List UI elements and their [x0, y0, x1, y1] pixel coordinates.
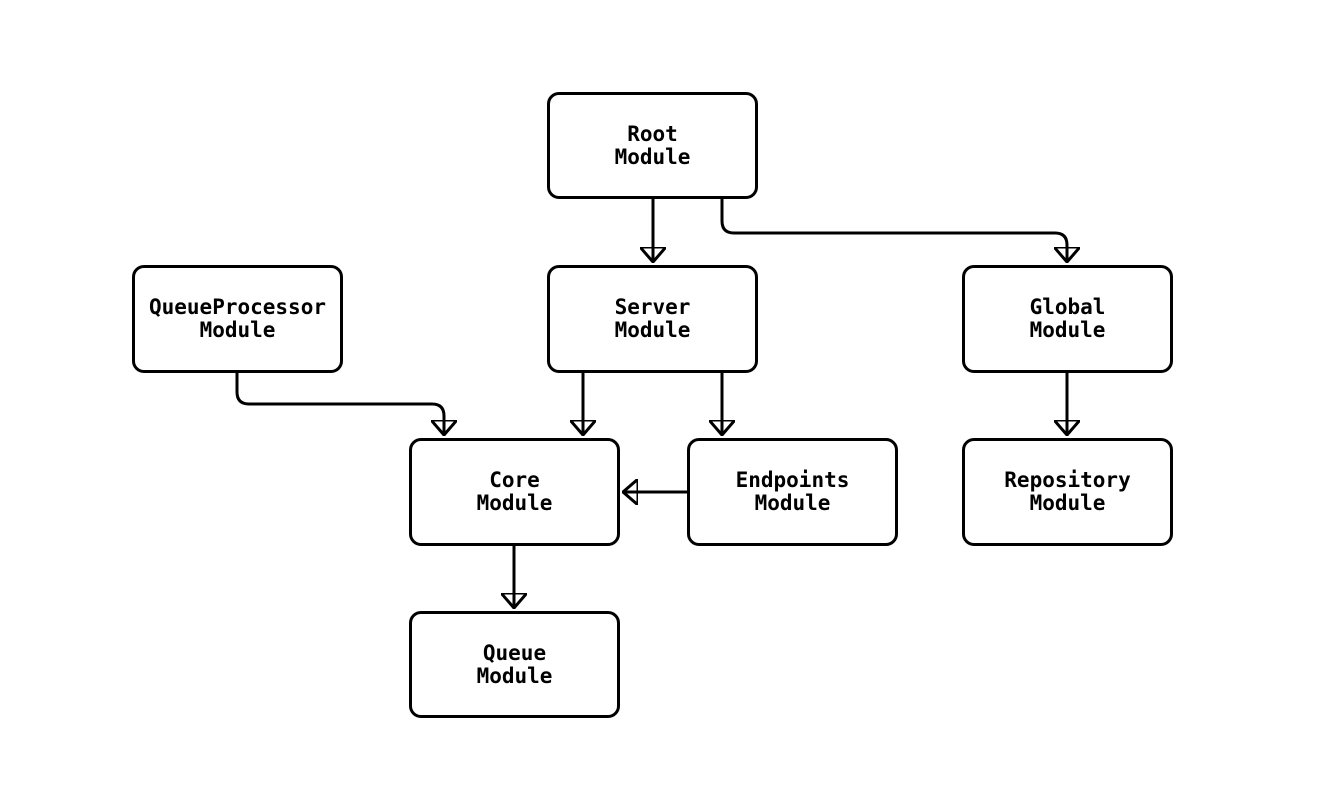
node-root-module-label: Root Module	[614, 121, 691, 169]
node-core-module-label: Core Module	[476, 468, 553, 515]
node-queueprocessor-module-label: QueueProcessor Module	[148, 295, 326, 342]
node-core-module: Core Module	[409, 438, 620, 546]
node-global-module-label: Global Module	[1029, 295, 1106, 342]
edge-root-to-global-arrow	[720, 199, 1067, 262]
node-repository-module: Repository Module	[962, 438, 1173, 546]
node-endpoints-module-label: Endpoints Module	[735, 468, 850, 515]
node-endpoints-module: Endpoints Module	[687, 438, 898, 546]
node-root-module: Root Module	[547, 92, 758, 199]
node-server-module-label: Server Module	[614, 295, 691, 342]
node-repository-module-label: Repository Module	[1004, 468, 1131, 515]
node-queue-module-label: Queue Module	[476, 640, 553, 688]
node-global-module: Global Module	[962, 265, 1173, 373]
edge-queueprocessor-to-core-arrow	[235, 373, 444, 435]
node-server-module: Server Module	[547, 265, 758, 373]
node-queueprocessor-module: QueueProcessor Module	[132, 265, 343, 373]
node-queue-module: Queue Module	[409, 611, 620, 718]
